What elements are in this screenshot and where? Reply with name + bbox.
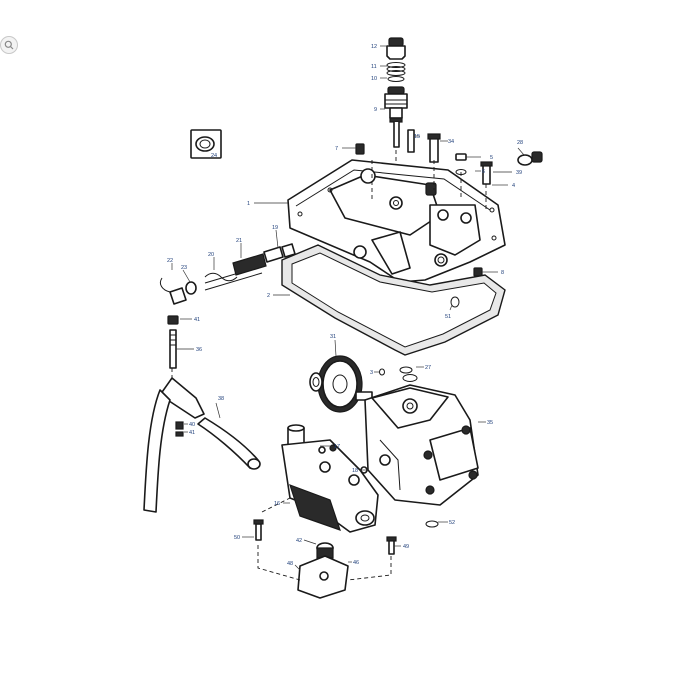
- callout-22: 22: [167, 258, 173, 264]
- callout-41b: 41: [189, 430, 195, 436]
- callout-24: 24: [211, 153, 217, 159]
- valve-body: [384, 93, 408, 109]
- callout-8: 8: [501, 270, 504, 276]
- valve-block: [281, 424, 379, 533]
- bolt-34: [429, 135, 439, 163]
- screw-50: [255, 523, 262, 541]
- callout-46: 46: [353, 560, 359, 566]
- plug-8: [473, 267, 483, 277]
- long-bolt: [167, 315, 179, 369]
- callout-labels: 12 11 10 9 15 34 28 7 5 6 4 39 1 20 21 1…: [167, 44, 523, 567]
- pipe-left: [143, 389, 171, 513]
- pump-gear: [309, 355, 418, 413]
- callout-31: 31: [330, 334, 336, 340]
- valve-cap-body: [386, 45, 406, 60]
- cap-22: [169, 287, 187, 305]
- o-ring-52: [425, 520, 439, 528]
- callout-23: 23: [181, 265, 187, 271]
- valve-cap: [388, 37, 404, 47]
- inset-part-box: [190, 129, 222, 159]
- spring-ring: [386, 62, 406, 68]
- callout-52: 52: [449, 520, 455, 526]
- callout-7: 7: [335, 146, 338, 152]
- callout-51: 51: [445, 314, 451, 320]
- top-cover: [287, 159, 506, 283]
- callout-35: 35: [487, 420, 493, 426]
- plug-15: [407, 129, 415, 153]
- callout-50: 50: [234, 535, 240, 541]
- callout-28: 28: [517, 140, 523, 146]
- valve-stack: [384, 37, 415, 190]
- zoom-button[interactable]: [0, 36, 18, 54]
- callout-15: 15: [414, 134, 420, 140]
- relief-valve-assembly: [159, 243, 296, 305]
- callout-6: 6: [482, 169, 485, 175]
- callout-4: 4: [512, 183, 515, 189]
- callout-17: 17: [334, 444, 340, 450]
- callout-10: 10: [371, 76, 377, 82]
- callout-5: 5: [490, 155, 493, 161]
- callout-27: 27: [425, 365, 431, 371]
- callout-2: 2: [267, 293, 270, 299]
- cover-port: [360, 168, 376, 184]
- hydraulic-pump: [364, 384, 479, 528]
- callout-34: 34: [448, 139, 454, 145]
- callout-11: 11: [371, 64, 377, 70]
- callout-21: 21: [236, 238, 242, 244]
- plug-19: [281, 243, 296, 258]
- callout-18: 18: [352, 468, 358, 474]
- callout-42: 42: [296, 538, 302, 544]
- zoom-icon: [4, 40, 14, 50]
- callout-19: 19: [272, 225, 278, 231]
- callout-40: 40: [189, 422, 195, 428]
- callout-1: 1: [247, 201, 250, 207]
- suction-pipe: [143, 377, 261, 513]
- o-ring-23: [185, 281, 197, 295]
- leader-lines: [171, 45, 525, 571]
- washer-28: [517, 154, 533, 166]
- gasket: [281, 244, 506, 356]
- callout-20: 20: [208, 252, 214, 258]
- callout-41: 41: [194, 317, 200, 323]
- plug-7: [355, 143, 365, 155]
- screw-49: [388, 539, 395, 555]
- callout-38: 38: [218, 396, 224, 402]
- callout-36: 36: [196, 347, 202, 353]
- callout-3: 3: [370, 370, 373, 376]
- valve-body-top: [387, 86, 405, 95]
- callout-12: 12: [371, 44, 377, 50]
- spring-21: [232, 253, 267, 276]
- o-ring: [387, 76, 405, 82]
- suction-filter-base: [253, 497, 397, 599]
- callout-39: 39: [516, 170, 522, 176]
- callout-16: 16: [274, 501, 280, 507]
- assembly-lines: [171, 160, 487, 380]
- callout-49: 49: [403, 544, 409, 550]
- callout-9: 9: [374, 107, 377, 113]
- callout-48: 48: [287, 561, 293, 567]
- valve-stem: [393, 122, 400, 148]
